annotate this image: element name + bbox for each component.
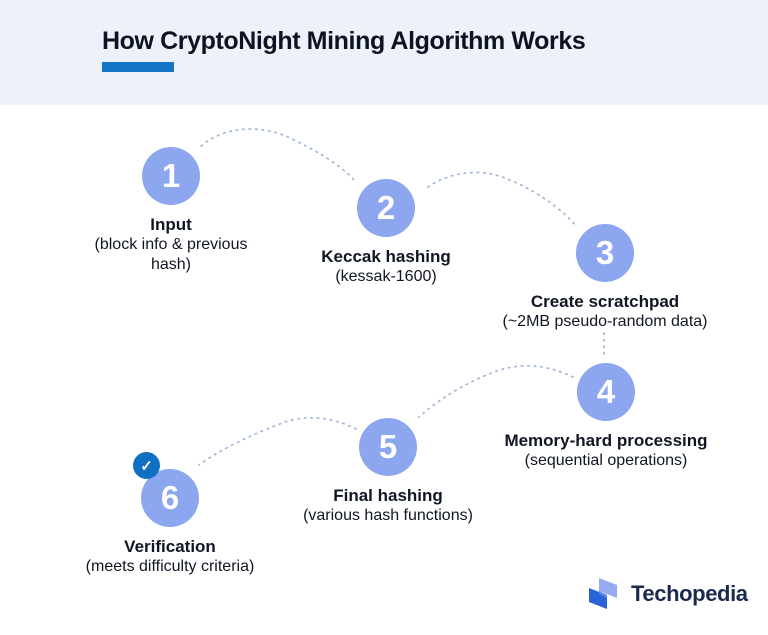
step-3-create-scratchpad: 3 Create scratchpad (~2MB pseudo-random … [470,224,740,332]
check-badge-icon: ✓ [133,452,160,479]
step-1-title: Input [150,215,192,234]
step-1-number-circle: 1 [142,147,200,205]
step-6-subtitle: (meets difficulty criteria) [85,558,255,576]
step-2-subtitle: (kessak-1600) [335,268,437,286]
step-4-title: Memory-hard processing [504,431,708,450]
step-3-number-circle: 3 [576,224,634,282]
techopedia-logo: Techopedia [584,576,748,612]
step-3-subtitle: (~2MB pseudo-random data) [502,313,708,331]
techopedia-logo-mark-icon [589,578,617,609]
step-2-keccak-hashing: 2 Keccak hashing (kessak-1600) [276,179,496,287]
step-1-subtitle: (block info & previous hash) [94,236,248,274]
step-4-subtitle: (sequential operations) [524,452,688,470]
step-4-memory-hard-processing: 4 Memory-hard processing (sequential ope… [476,363,736,471]
step-4-number-circle: 4 [577,363,635,421]
step-5-final-hashing: 5 Final hashing (various hash functions) [268,418,508,526]
step-2-title: Keccak hashing [321,247,451,266]
page-title: How CryptoNight Mining Algorithm Works [102,27,586,55]
header-band: How CryptoNight Mining Algorithm Works [0,0,768,105]
step-6-verification: 6 Verification (meets difficulty criteri… [55,469,285,577]
step-5-title: Final hashing [333,486,443,505]
techopedia-logo-text: Techopedia [631,581,748,606]
step-2-number-circle: 2 [357,179,415,237]
step-5-number-circle: 5 [359,418,417,476]
step-1-input: 1 Input (block info & previous hash) [86,147,256,275]
step-3-title: Create scratchpad [530,292,680,311]
step-6-title: Verification [124,537,216,556]
step-5-subtitle: (various hash functions) [303,507,473,525]
title-underline-accent [102,62,174,72]
step-6-number-circle: 6 [141,469,199,527]
